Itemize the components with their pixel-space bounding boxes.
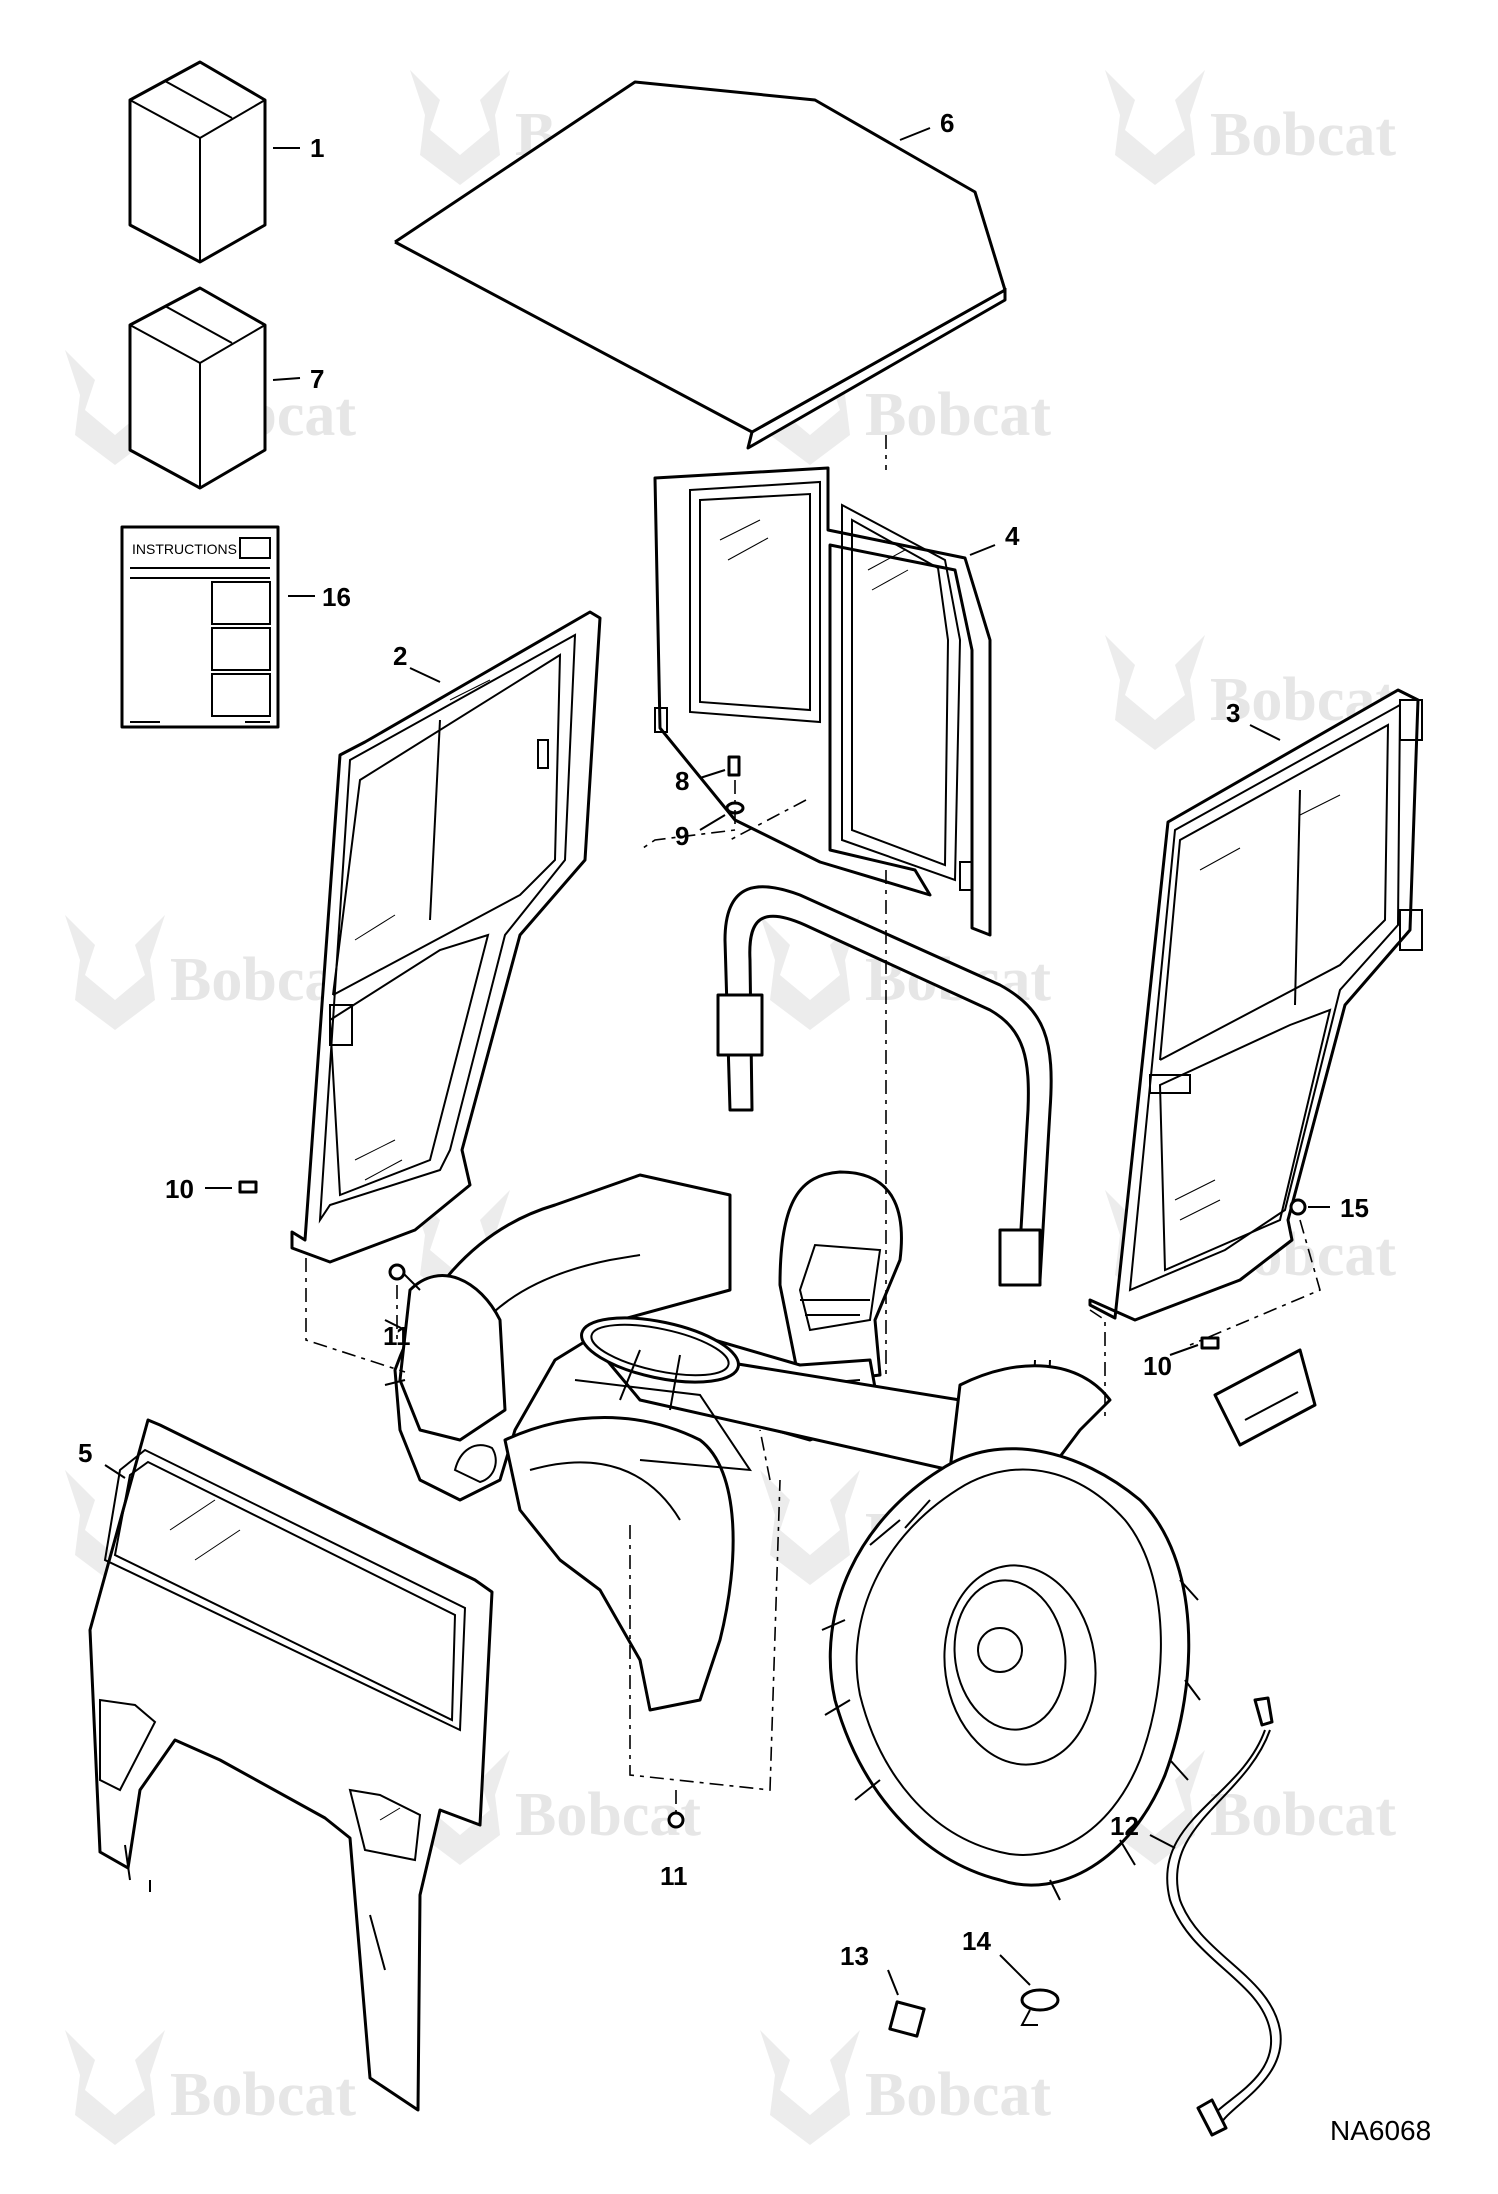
watermark-text: Bobcat bbox=[1210, 101, 1396, 169]
callout-1: 1 bbox=[273, 133, 324, 163]
callout-10-left: 10 bbox=[165, 1174, 232, 1204]
hardware-8 bbox=[727, 755, 741, 777]
callout-label: 12 bbox=[1110, 1811, 1139, 1841]
instructions-title: INSTRUCTIONS bbox=[132, 541, 237, 557]
callout-label: 10 bbox=[165, 1174, 194, 1204]
callout-6: 6 bbox=[899, 108, 954, 141]
callout-label: 5 bbox=[78, 1438, 92, 1468]
callout-12: 12 bbox=[1110, 1811, 1176, 1849]
watermark-text: Bobcat bbox=[1210, 1781, 1396, 1849]
callout-7: 7 bbox=[272, 364, 324, 394]
watermark: Bobcat bbox=[1105, 70, 1396, 185]
watermark-text: Bobcat bbox=[170, 2061, 356, 2129]
callout-3: 3 bbox=[1226, 698, 1281, 741]
right-door bbox=[1088, 688, 1423, 1322]
callout-label: 16 bbox=[322, 582, 351, 612]
callout-label: 1 bbox=[310, 133, 324, 163]
watermark-text: Bobcat bbox=[865, 381, 1051, 449]
callout-2: 2 bbox=[393, 641, 441, 683]
callout-5: 5 bbox=[78, 1438, 126, 1479]
callout-label: 6 bbox=[940, 108, 954, 138]
callout-label: 10 bbox=[1143, 1351, 1172, 1381]
callout-11-left: 11 bbox=[383, 1321, 411, 1351]
rear-window-frame bbox=[653, 466, 992, 937]
hardware-15 bbox=[1289, 1198, 1307, 1216]
hardware-10-right bbox=[1200, 1336, 1220, 1350]
callout-11-bottom: 11 bbox=[660, 1861, 688, 1891]
figure-reference: NA6068 bbox=[1330, 2115, 1431, 2146]
callout-label: 9 bbox=[675, 821, 689, 851]
box-part-7 bbox=[128, 286, 267, 490]
callout-13: 13 bbox=[840, 1941, 899, 1996]
watermark: Bobcat bbox=[65, 915, 356, 1030]
callout-label: 15 bbox=[1340, 1193, 1369, 1223]
callout-label: 8 bbox=[675, 766, 689, 796]
callout-label: 2 bbox=[393, 641, 407, 671]
front-windshield bbox=[88, 1418, 494, 2112]
box-part-1 bbox=[128, 60, 267, 264]
callout-label: 4 bbox=[1005, 521, 1020, 551]
callout-label: 7 bbox=[310, 364, 324, 394]
rear-tire bbox=[821, 1447, 1201, 1901]
roll-bar bbox=[716, 885, 1053, 1481]
callout-label: 3 bbox=[1226, 698, 1240, 728]
callout-label: 11 bbox=[383, 1321, 411, 1351]
watermark: Bobcat bbox=[760, 2030, 1051, 2145]
roof-panel bbox=[394, 80, 1007, 450]
hardware-11-bottom bbox=[667, 1811, 685, 1829]
instructions-sheet: INSTRUCTIONS bbox=[120, 525, 280, 729]
steering-wheel bbox=[580, 1316, 740, 1411]
watermark: Bobcat bbox=[65, 2030, 356, 2145]
hardware-10-left bbox=[238, 1180, 258, 1194]
hardware-14 bbox=[1020, 1988, 1060, 2026]
callout-8: 8 bbox=[675, 766, 726, 796]
front-wheel bbox=[384, 1269, 507, 1442]
callout-15: 15 bbox=[1308, 1193, 1369, 1223]
callout-4: 4 bbox=[969, 521, 1020, 556]
callout-16: 16 bbox=[288, 582, 351, 612]
callout-label: 11 bbox=[660, 1861, 688, 1891]
assembly-lines bbox=[305, 435, 1321, 1812]
hardware-13 bbox=[888, 2000, 926, 2038]
callout-9: 9 bbox=[675, 814, 726, 851]
mounting-bracket bbox=[1213, 1348, 1317, 1447]
callout-label: 14 bbox=[962, 1926, 991, 1956]
left-door bbox=[290, 610, 602, 1264]
hardware-11-left bbox=[388, 1263, 406, 1281]
callout-10-right: 10 bbox=[1143, 1344, 1199, 1381]
callout-label: 13 bbox=[840, 1941, 869, 1971]
watermark-text: Bobcat bbox=[865, 2061, 1051, 2129]
callout-14: 14 bbox=[962, 1926, 1031, 1986]
wire-harness bbox=[1166, 1696, 1282, 2137]
